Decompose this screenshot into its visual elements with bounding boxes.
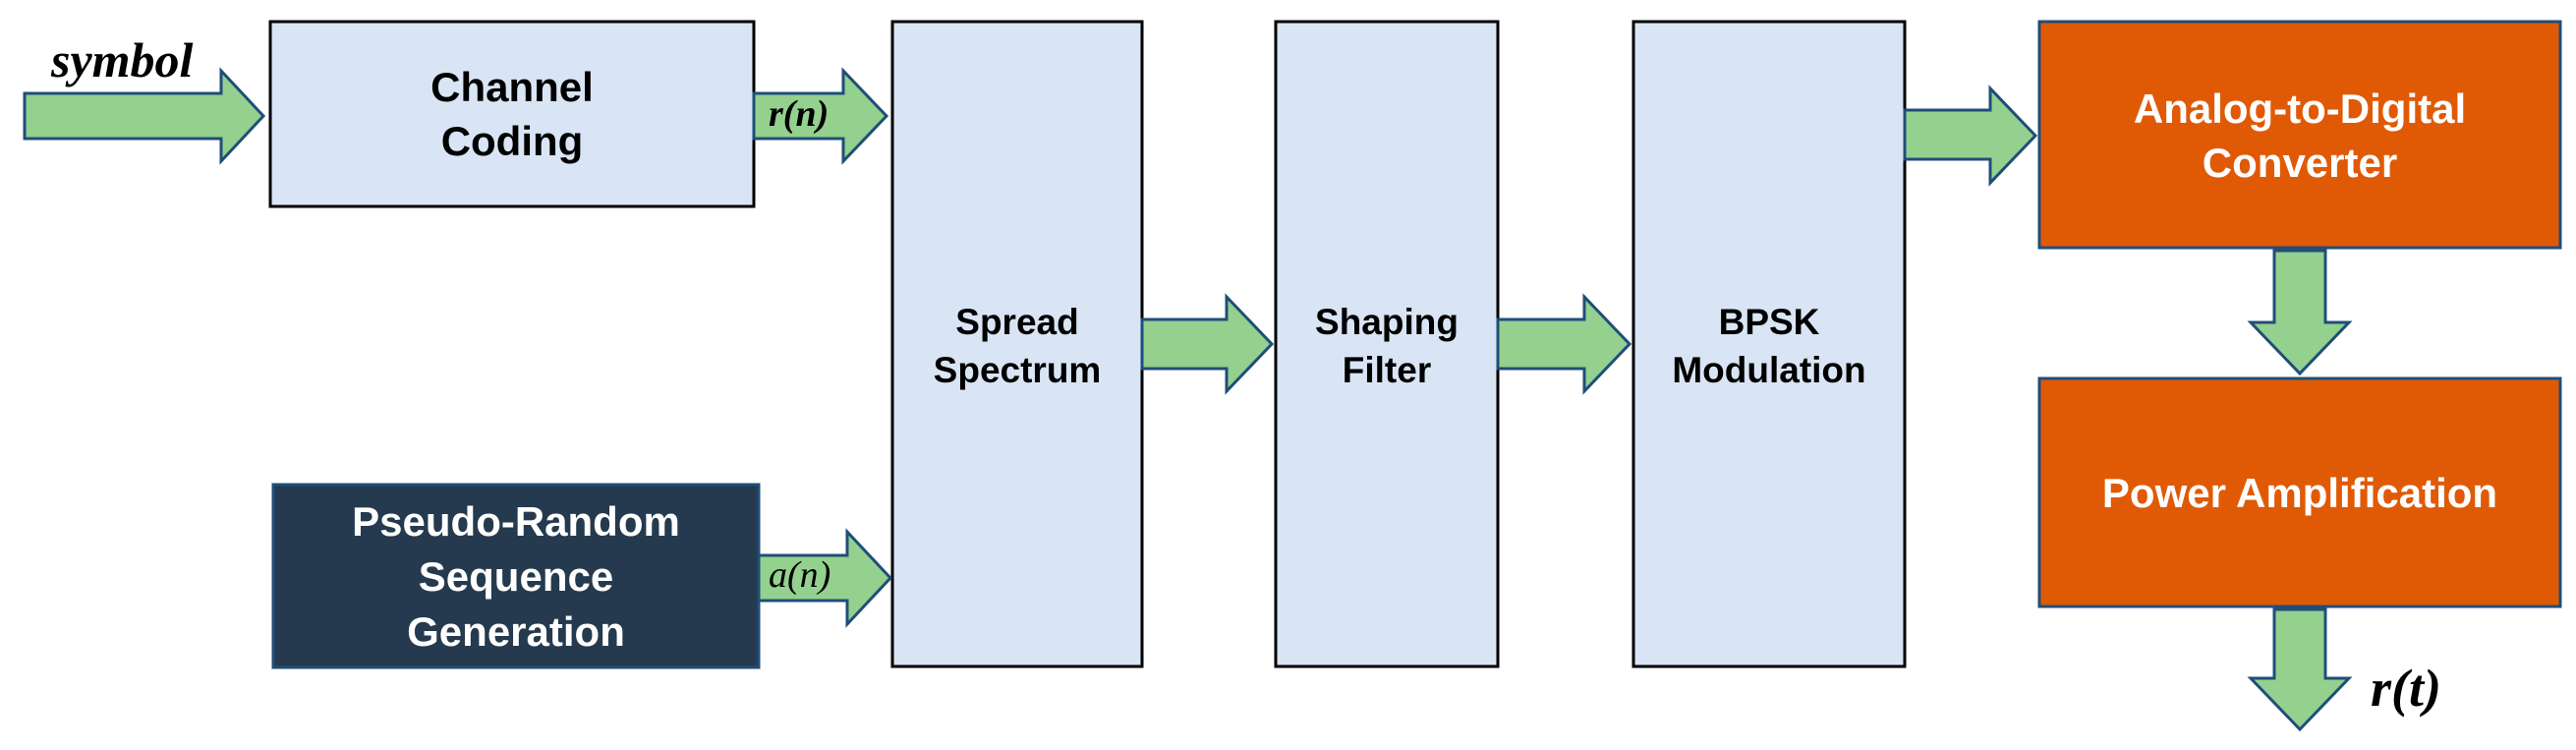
signal-label-coded: r(n) bbox=[769, 93, 829, 135]
shaping-filter-label-line1: Shaping bbox=[1315, 302, 1459, 342]
arrow-coding-to-spread bbox=[752, 67, 889, 165]
adc-block: Analog-to-Digital Converter bbox=[2037, 20, 2562, 250]
arrow-bpsk-to-adc bbox=[1903, 85, 2038, 187]
signal-label-input: symbol bbox=[50, 32, 194, 87]
prs-label-line2: Sequence bbox=[419, 553, 613, 600]
adc-label-line1: Analog-to-Digital bbox=[2134, 86, 2466, 132]
shaping-filter-label-line2: Filter bbox=[1343, 350, 1431, 390]
prs-label-line1: Pseudo-Random bbox=[352, 498, 680, 545]
spread-spectrum-label-line1: Spread bbox=[955, 302, 1078, 342]
signal-label-prs: a(n) bbox=[769, 554, 830, 596]
spread-spectrum-label-line2: Spectrum bbox=[934, 350, 1102, 390]
shaping-filter-block: Shaping Filter bbox=[1274, 20, 1500, 668]
channel-coding-label-line1: Channel bbox=[430, 64, 594, 110]
arrow-shaping-to-bpsk bbox=[1496, 293, 1632, 395]
bpsk-label-line2: Modulation bbox=[1672, 350, 1865, 390]
spread-spectrum-block: Spread Spectrum bbox=[890, 20, 1144, 668]
adc-label-line2: Converter bbox=[2203, 140, 2397, 186]
prs-generation-block: Pseudo-Random Sequence Generation bbox=[271, 483, 761, 669]
channel-coding-block: Channel Coding bbox=[268, 20, 756, 208]
power-amp-label: Power Amplification bbox=[2102, 470, 2497, 516]
arrow-power-amp-output bbox=[2247, 607, 2353, 732]
bpsk-modulation-block: BPSK Modulation bbox=[1631, 20, 1907, 668]
bpsk-label-line1: BPSK bbox=[1719, 302, 1820, 342]
arrow-spread-to-shaping bbox=[1140, 293, 1275, 395]
signal-label-output: r(t) bbox=[2371, 659, 2441, 718]
arrow-adc-to-power-amp bbox=[2247, 249, 2353, 376]
prs-label-line3: Generation bbox=[407, 608, 625, 655]
arrow-input-to-channel-coding bbox=[23, 67, 266, 165]
channel-coding-label-line2: Coding bbox=[441, 118, 584, 164]
power-amp-block: Power Amplification bbox=[2037, 376, 2562, 608]
arrow-prs-to-spread bbox=[757, 528, 893, 628]
